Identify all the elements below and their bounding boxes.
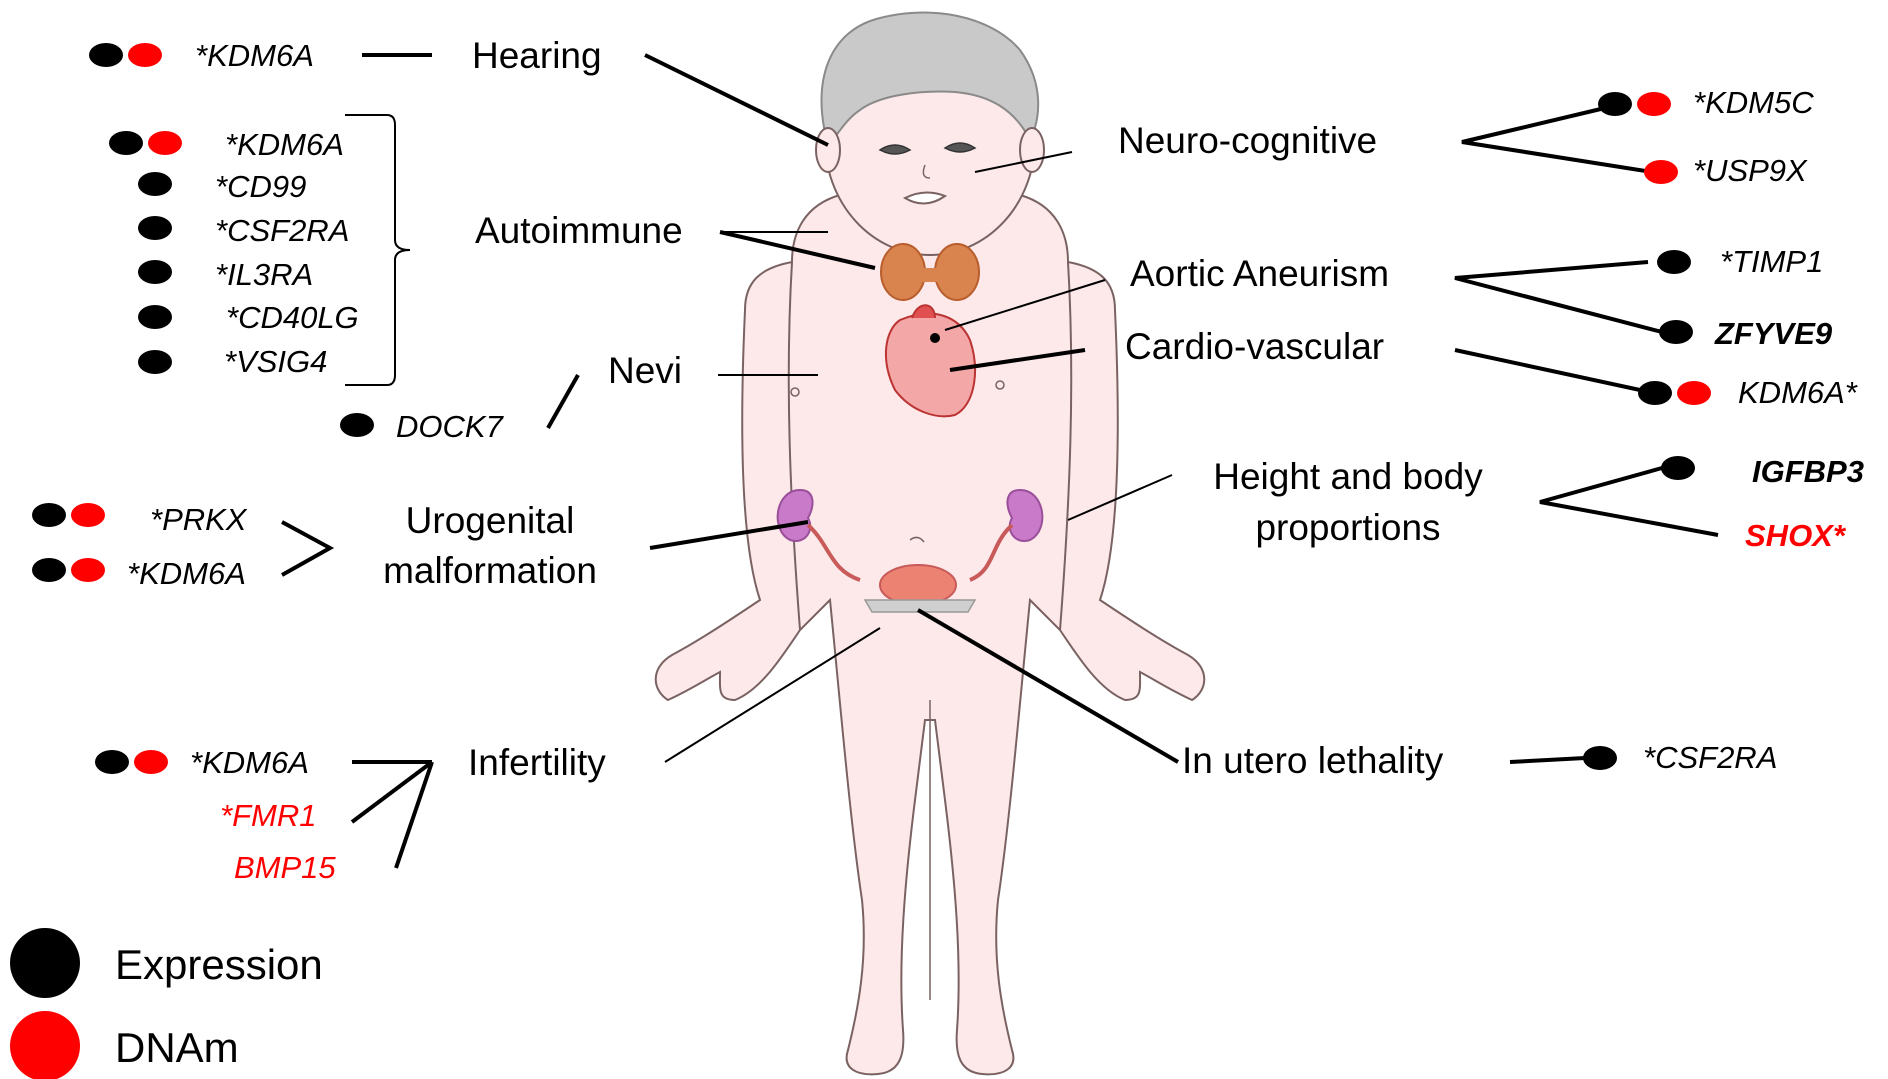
expression-dot: [1657, 250, 1691, 274]
expression-dot: [95, 750, 129, 774]
label-cardio: Cardio-vascular: [1125, 326, 1384, 367]
gene-label: IGFBP3: [1752, 454, 1864, 489]
expression-dot: [109, 131, 143, 155]
gene-label: *VSIG4: [224, 344, 327, 379]
utero-gene-line: [1510, 758, 1585, 762]
gene-label: *KDM6A: [190, 745, 309, 780]
aortic-fork: [1455, 262, 1662, 332]
label-urogenital-1: Urogenital: [406, 500, 575, 541]
label-autoimmune: Autoimmune: [475, 210, 683, 251]
gene-label: *IL3RA: [215, 257, 313, 292]
gene-label: *CSF2RA: [1643, 740, 1777, 775]
expression-dot: [138, 305, 172, 329]
expression-dot: [89, 43, 123, 67]
gene-label: BMP15: [234, 850, 336, 885]
expression-dot: [138, 216, 172, 240]
autoimmune-brace: [345, 115, 410, 385]
gene-label: DOCK7: [396, 409, 505, 444]
gene-label: SHOX*: [1745, 518, 1847, 553]
left-ear: [816, 128, 840, 172]
expression-dot: [32, 558, 66, 582]
gene-label: *FMR1: [220, 798, 316, 833]
child-body-illustration: [656, 13, 1205, 1075]
label-urogenital-2: malformation: [383, 550, 597, 591]
gene-label: ZFYVE9: [1714, 316, 1833, 351]
urogenital-chevron: [282, 522, 330, 575]
dnam-dot: [148, 131, 182, 155]
expression-dot: [138, 260, 172, 284]
gene-label: *USP9X: [1693, 153, 1808, 188]
height-fork: [1540, 468, 1718, 535]
gene-label: *KDM6A: [127, 556, 246, 591]
label-neuro: Neuro-cognitive: [1118, 120, 1377, 161]
gene-label: *CD99: [215, 169, 306, 204]
dnam-dot: [1644, 160, 1678, 184]
legend-dnam-label: DNAm: [115, 1024, 239, 1071]
label-height-1: Height and body: [1213, 456, 1483, 497]
expression-dot: [138, 350, 172, 374]
dnam-dot: [1677, 381, 1711, 405]
gene-label: *KDM5C: [1693, 85, 1814, 120]
label-aortic: Aortic Aneurism: [1130, 253, 1389, 294]
gene-label: *CSF2RA: [215, 213, 349, 248]
nevi-gene-line: [548, 375, 578, 428]
gene-label: *TIMP1: [1720, 244, 1823, 279]
expression-dot: [1659, 320, 1693, 344]
right-ear: [1020, 128, 1044, 172]
gene-label: *PRKX: [150, 502, 248, 537]
label-hearing: Hearing: [472, 35, 602, 76]
gene-label: KDM6A*: [1738, 375, 1858, 410]
expression-dot: [1638, 381, 1672, 405]
label-infertility: Infertility: [468, 742, 606, 783]
dnam-dot: [128, 43, 162, 67]
label-utero: In utero lethality: [1182, 740, 1444, 781]
legend: Expression DNAm: [10, 928, 323, 1079]
legend-dnam-marker: [10, 1011, 80, 1079]
expression-dot: [340, 413, 374, 437]
hearing-line: [645, 55, 828, 145]
cardio-gene-line: [1455, 350, 1640, 390]
gene-label: *KDM6A: [195, 38, 314, 73]
dnam-dot: [71, 503, 105, 527]
dnam-dot: [134, 750, 168, 774]
expression-dot: [1583, 746, 1617, 770]
dnam-dot: [71, 558, 105, 582]
legend-expression-marker: [10, 928, 80, 998]
gene-label: *CD40LG: [226, 300, 359, 335]
bladder: [880, 565, 956, 605]
neuro-fork: [1462, 108, 1652, 172]
expression-dot: [32, 503, 66, 527]
legend-expression-label: Expression: [115, 941, 323, 988]
label-height-2: proportions: [1255, 507, 1440, 548]
dnam-dot: [1637, 92, 1671, 116]
gene-label: *KDM6A: [225, 127, 344, 162]
expression-dot: [1661, 456, 1695, 480]
label-nevi: Nevi: [608, 350, 682, 391]
expression-dot: [138, 172, 172, 196]
expression-dot: [1598, 92, 1632, 116]
